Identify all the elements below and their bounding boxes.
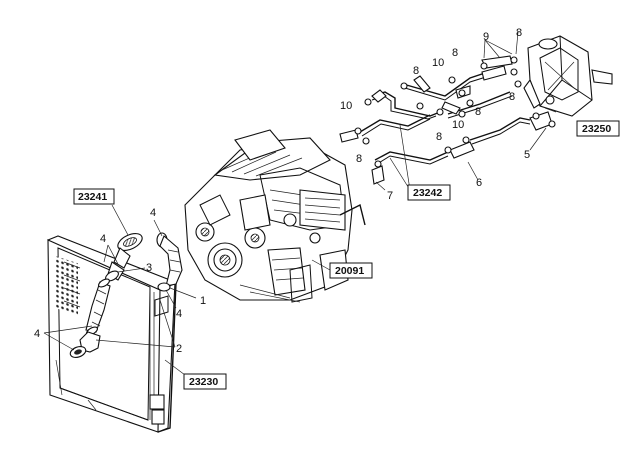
svg-text:23242: 23242 — [413, 187, 442, 199]
leader-lines — [43, 31, 557, 376]
radiator-grille — [56, 256, 78, 316]
callout-10-b: 10 — [340, 100, 352, 112]
callout-4-d: 4 — [34, 328, 40, 340]
callout-8-a: 8 — [413, 65, 419, 77]
callout-5: 5 — [524, 149, 530, 161]
callout-4-a: 4 — [150, 207, 156, 219]
heater-pipe-assembly — [339, 55, 556, 185]
callout-8-d: 8 — [509, 91, 515, 103]
callout-1: 1 — [200, 295, 206, 307]
lower-hose-left — [69, 331, 101, 358]
radiator-upper-hose — [156, 232, 183, 292]
radiator-cap-assembly — [105, 233, 143, 282]
callout-6: 6 — [476, 177, 482, 189]
callout-2: 2 — [176, 343, 182, 355]
part-box-20091: 20091 — [329, 262, 373, 279]
callout-numbers: 1 2 3 4 4 4 4 5 6 7 8 8 8 8 8 8 8 9 10 1… — [34, 27, 530, 355]
part-box-23242: 23242 — [407, 184, 451, 201]
callout-4-c: 4 — [176, 308, 182, 320]
callout-8-b: 8 — [452, 47, 458, 59]
hose-clamps — [354, 56, 556, 168]
callout-8-f: 8 — [436, 131, 442, 143]
engine-block — [184, 129, 366, 303]
part-box-23241: 23241 — [73, 188, 115, 205]
expansion-tank — [523, 35, 613, 117]
part-box-23230: 23230 — [183, 373, 227, 390]
callout-10-a: 10 — [432, 57, 444, 69]
svg-text:23241: 23241 — [78, 191, 107, 203]
callout-8-e: 8 — [475, 106, 481, 118]
callout-3: 3 — [146, 262, 152, 274]
callout-7: 7 — [387, 190, 393, 202]
svg-text:20091: 20091 — [335, 265, 364, 277]
svg-text:23230: 23230 — [189, 376, 218, 388]
callout-10-c: 10 — [452, 119, 464, 131]
callout-8-g: 8 — [356, 153, 362, 165]
upper-hose-left — [85, 278, 111, 336]
callout-8-c: 8 — [516, 27, 522, 39]
callout-9: 9 — [483, 31, 489, 43]
svg-text:23250: 23250 — [582, 123, 611, 135]
callout-4-b: 4 — [100, 233, 106, 245]
part-number-boxes: 23241 23230 20091 23242 23250 — [73, 120, 620, 390]
part-box-23250: 23250 — [576, 120, 620, 137]
